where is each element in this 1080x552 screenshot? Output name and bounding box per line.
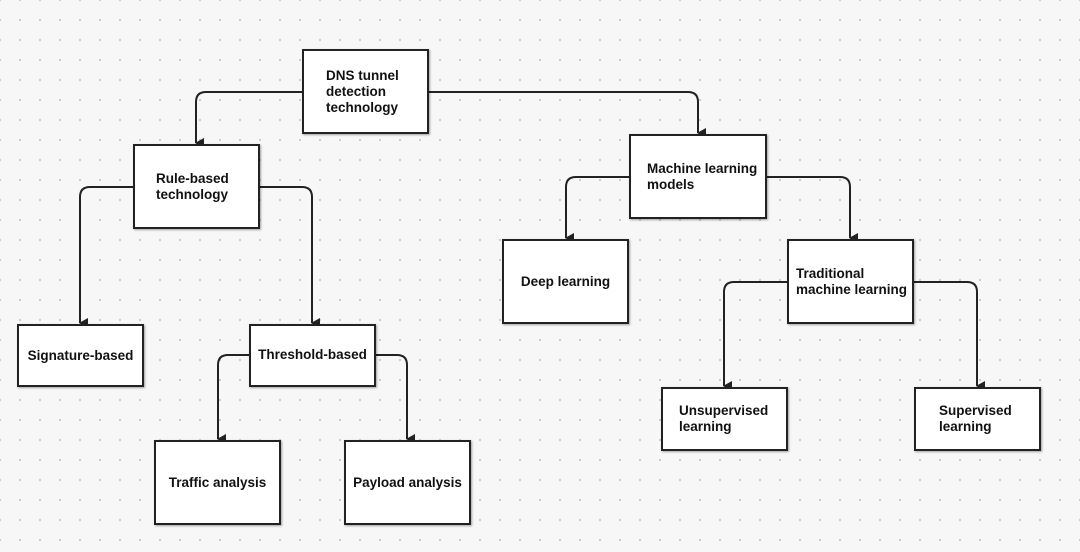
edge-trad-unsup (723, 281, 788, 391)
edge-ml-trad (766, 176, 858, 243)
node-unsupervised-learning[interactable]: Unsupervised learning (661, 387, 788, 451)
node-label: Deep learning (520, 273, 611, 289)
edge-root-rule (195, 91, 302, 148)
node-traditional-machine-learning[interactable]: Traditional machine learning (787, 239, 914, 324)
node-label: Machine learning models (647, 160, 758, 192)
node-traffic-analysis[interactable]: Traffic analysis (154, 440, 281, 525)
edge-ml-deep (565, 176, 629, 243)
node-label: Signature-based (27, 347, 134, 363)
edge-rule-thr (259, 186, 320, 328)
node-deep-learning[interactable]: Deep learning (502, 239, 629, 324)
node-dns-tunnel-detection[interactable]: DNS tunnel detection technology (302, 49, 429, 134)
node-rule-based-technology[interactable]: Rule-based technology (133, 144, 260, 229)
node-label: Traffic analysis (168, 474, 267, 490)
node-label: Payload analysis (353, 474, 462, 490)
edge-rule-sig (79, 186, 134, 328)
node-label: DNS tunnel detection technology (326, 67, 399, 115)
node-label: Rule-based technology (156, 170, 229, 202)
node-label: Traditional machine learning (796, 265, 908, 297)
node-label: Supervised learning (939, 403, 1012, 434)
edge-thr-traffic (217, 354, 249, 444)
node-label: Threshold-based (258, 347, 367, 362)
edge-trad-sup (913, 281, 985, 391)
node-label: Unsupervised learning (679, 403, 769, 434)
node-payload-analysis[interactable]: Payload analysis (344, 440, 471, 525)
edge-root-ml (428, 91, 706, 138)
node-machine-learning-models[interactable]: Machine learning models (629, 134, 767, 219)
node-supervised-learning[interactable]: Supervised learning (914, 387, 1041, 451)
node-threshold-based[interactable]: Threshold-based (249, 324, 376, 387)
node-signature-based[interactable]: Signature-based (17, 324, 144, 387)
edge-thr-payload (375, 354, 415, 444)
